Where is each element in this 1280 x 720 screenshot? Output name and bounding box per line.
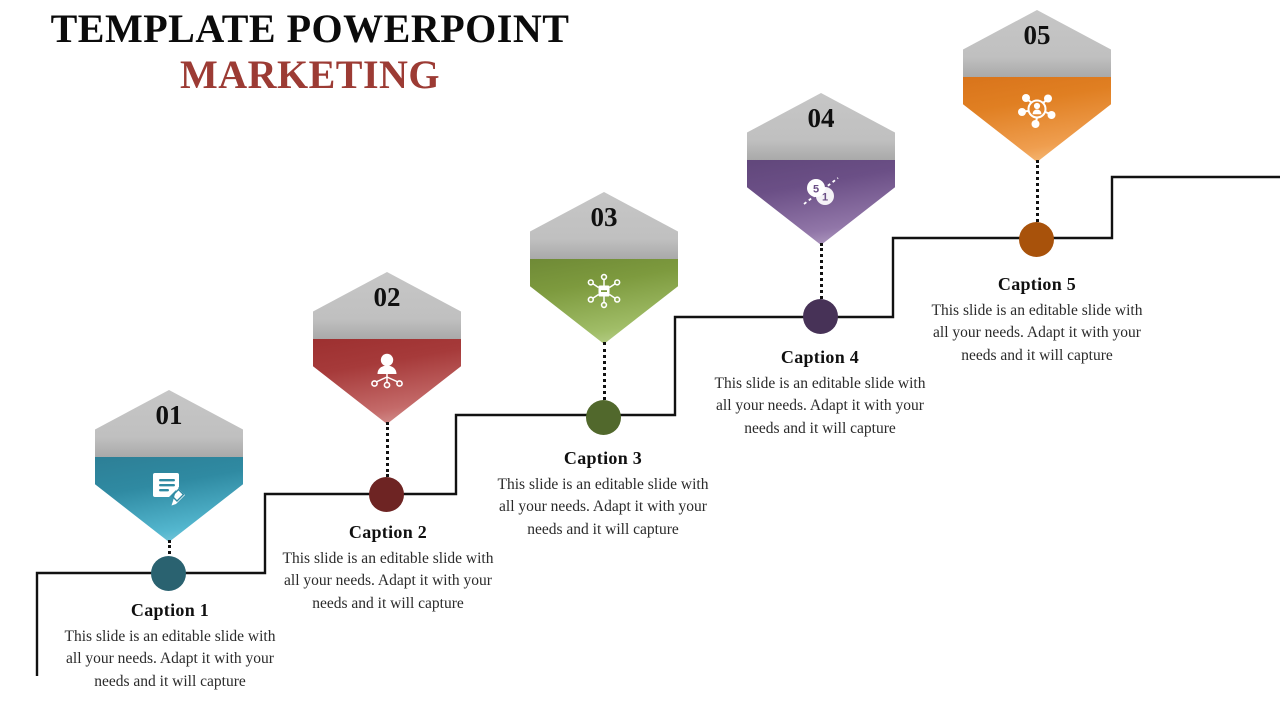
caption-title-4: Caption 4 xyxy=(780,347,860,367)
hex-number-05: 05 xyxy=(1023,20,1051,50)
document-pencil-icon xyxy=(95,466,243,512)
caption-body-5: This slide is an editable slide with all… xyxy=(931,302,1143,364)
hex-number-02: 02 xyxy=(373,282,401,312)
ab-split-test-icon: 5 1 xyxy=(747,169,895,215)
slide-title-block: TEMPLATE POWERPOINT MARKETING xyxy=(0,8,620,100)
caption-body-2: This slide is an editable slide with all… xyxy=(282,550,494,612)
step-dot-01[interactable] xyxy=(151,556,186,591)
step-dot-03[interactable] xyxy=(586,400,621,435)
social-network-person-icon xyxy=(963,86,1111,132)
hex-node-04[interactable]: 04 5 1 xyxy=(747,93,895,245)
hex-number-04: 04 xyxy=(807,103,835,133)
caption-body-1: This slide is an editable slide with all… xyxy=(64,628,276,690)
stem-05 xyxy=(1035,160,1039,222)
stem-03 xyxy=(602,342,606,400)
caption-body-3: This slide is an editable slide with all… xyxy=(497,476,709,538)
hex-node-03[interactable]: 03 xyxy=(530,192,678,344)
stem-04 xyxy=(819,243,823,299)
caption-title-1: Caption 1 xyxy=(130,600,210,620)
step-dot-02[interactable] xyxy=(369,477,404,512)
hex-number-01: 01 xyxy=(155,400,183,430)
caption-block-5: Caption 5 This slide is an editable slid… xyxy=(922,274,1152,367)
hex-node-02[interactable]: 02 xyxy=(313,272,461,424)
stem-01 xyxy=(167,540,171,560)
hex-number-03: 03 xyxy=(590,202,618,232)
caption-title-5: Caption 5 xyxy=(997,274,1077,294)
caption-block-2: Caption 2 This slide is an editable slid… xyxy=(273,522,503,615)
caption-block-3: Caption 3 This slide is an editable slid… xyxy=(488,448,718,541)
caption-body-4: This slide is an editable slide with all… xyxy=(714,375,926,437)
caption-title-2: Caption 2 xyxy=(348,522,428,542)
caption-title-3: Caption 3 xyxy=(563,448,643,468)
hex-node-05[interactable]: 05 xyxy=(963,10,1111,162)
hex-node-01[interactable]: 01 xyxy=(95,390,243,542)
caption-block-4: Caption 4 This slide is an editable slid… xyxy=(705,347,935,440)
user-network-icon xyxy=(313,348,461,394)
hub-nodes-icon xyxy=(530,268,678,314)
step-dot-04[interactable] xyxy=(803,299,838,334)
page-subtitle: MARKETING xyxy=(179,52,441,97)
page-title: TEMPLATE POWERPOINT xyxy=(50,6,570,51)
caption-block-1: Caption 1 This slide is an editable slid… xyxy=(55,600,285,693)
stem-02 xyxy=(385,422,389,477)
step-dot-05[interactable] xyxy=(1019,222,1054,257)
ab-label-left: 5 xyxy=(813,184,819,196)
ab-label-right: 1 xyxy=(822,192,828,204)
